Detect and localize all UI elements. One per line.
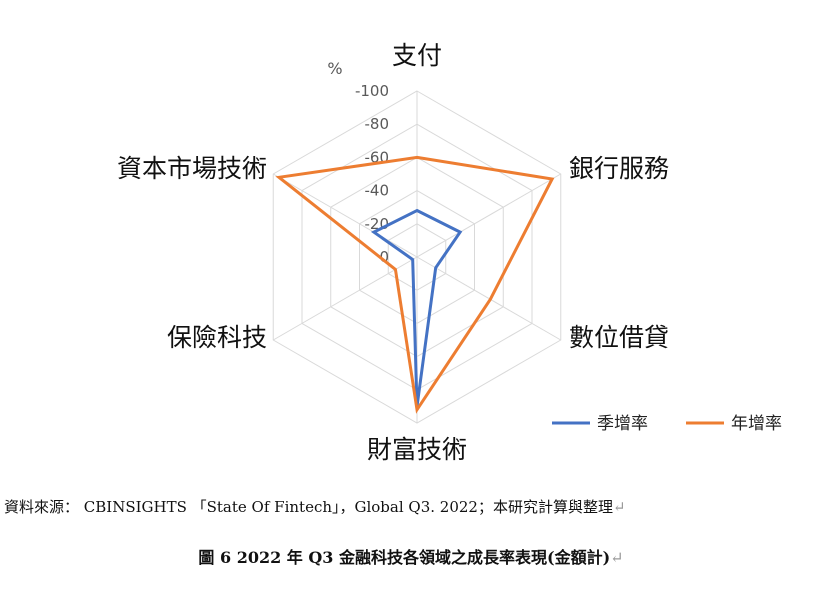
- category-label: 資本市場技術: [117, 154, 267, 183]
- category-label: 支付: [392, 41, 442, 70]
- category-label: 保險科技: [167, 323, 267, 352]
- category-label: 數位借貸: [569, 323, 669, 352]
- tick-label: -100: [355, 82, 389, 100]
- figure-caption: 圖 6 2022 年 Q3 金融科技各領域之成長率表現(金額計)↵: [198, 548, 624, 567]
- legend-label-quarterly: 季增率: [597, 414, 648, 434]
- unit-label: %: [327, 59, 342, 78]
- series-line-1: [275, 155, 555, 414]
- source-note: 資料來源： CBINSIGHTS 「State Of Fintech」，Glob…: [4, 498, 626, 516]
- legend: 季增率 年增率: [552, 414, 782, 434]
- grid-spoke: [272, 173, 418, 258]
- legend-label-yearly: 年增率: [731, 414, 782, 434]
- category-label: 財富技術: [367, 435, 467, 464]
- radar-series: [275, 155, 555, 414]
- tick-label: 0: [379, 248, 389, 266]
- grid-spoke: [416, 173, 562, 258]
- tick-label: -80: [365, 115, 390, 133]
- grid-spoke: [416, 256, 562, 341]
- category-label: 銀行服務: [569, 154, 669, 183]
- grid-spoke: [272, 256, 418, 341]
- tick-label: -40: [365, 182, 390, 200]
